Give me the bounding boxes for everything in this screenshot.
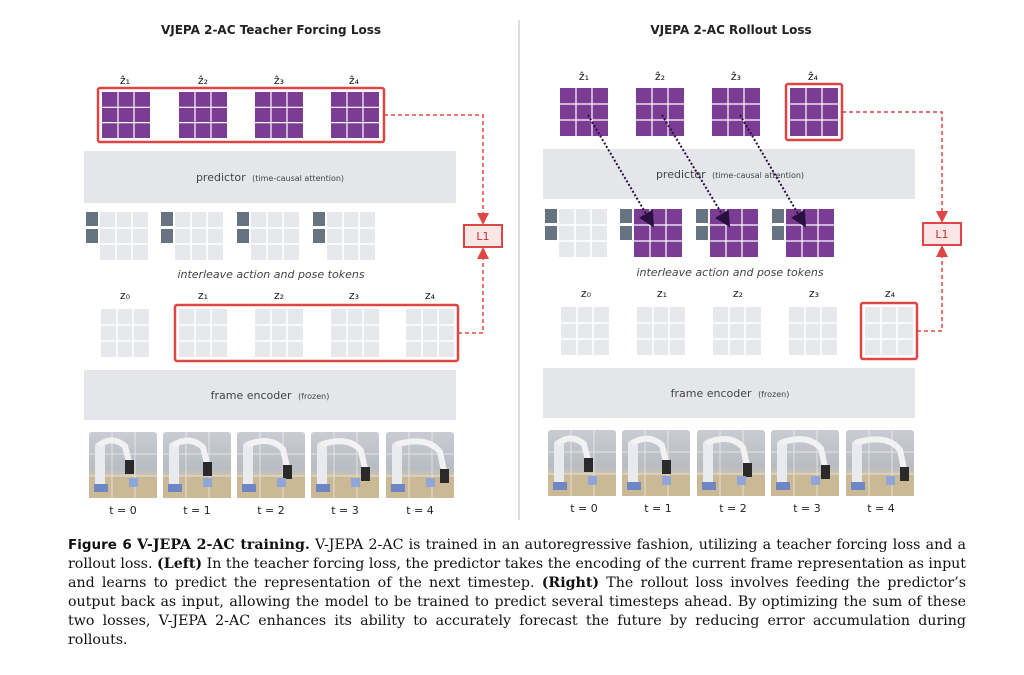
left-enc-grid-4 [406,309,454,357]
left-enc-grid-3 [331,309,379,357]
robot-frame-image [163,432,231,498]
left-predictor-label: predictor (time-causal attention) [196,171,344,184]
left-pred-label-1: ẑ₁ [120,74,130,87]
right-time-label-0: t = 0 [570,502,598,515]
figure-caption: Figure 6 V-JEPA 2-AC training. V-JEPA 2-… [68,536,966,650]
left-z-label-2: z₂ [274,289,284,302]
left-time-label-0: t = 0 [109,504,137,517]
left-z-label-4: z₄ [425,289,436,302]
right-encoder-label: frame encoder (frozen) [671,387,790,400]
right-loss-arrow-top [842,111,948,223]
left-input-token-2 [161,212,223,260]
right-enc-grid-2 [713,307,761,355]
right-panel-title: VJEPA 2-AC Rollout Loss [650,23,811,37]
right-time-label-1: t = 1 [644,502,672,515]
left-loss-arrow-top [384,114,489,225]
caption-figure-label: Figure 6 [68,537,132,553]
robot-frame-image [89,432,157,498]
left-input-token-1 [86,212,148,260]
robot-frame-image [846,430,914,496]
right-pred-grid-4 [790,88,838,136]
right-feedback-arrow-2 [661,114,731,228]
right-input-token-3 [696,209,758,257]
right-pred-grid-3 [712,88,760,136]
caption-text-2: In the teacher forcing loss, the predict… [68,556,967,591]
left-time-label-1: t = 1 [183,504,211,517]
left-enc-grid-0 [101,309,149,357]
left-robot-frames [89,432,454,498]
right-pred-label-3: ẑ₃ [731,70,741,83]
robot-frame-image [237,432,305,498]
right-loss-arrow-bottom [917,245,948,332]
right-pred-label-1: ẑ₁ [579,70,589,83]
figure-diagram: VJEPA 2-AC Teacher Forcing Loss ẑ₁ ẑ₂ ẑ₃… [84,20,962,520]
caption-text-1: V-JEPA 2-AC is trained in an autoregress… [68,537,967,572]
right-feedback-arrow-1 [587,114,655,228]
right-z-label-0: z₀ [581,287,592,300]
robot-frame-image [548,430,616,496]
right-input-token-2 [620,209,682,257]
left-pred-grid-1 [102,92,150,138]
right-interleave-text: interleave action and pose tokens [636,266,823,279]
left-pred-grid-2 [179,92,227,138]
left-time-label-3: t = 3 [331,504,359,517]
right-feedback-arrow-3 [739,114,807,228]
right-pred-label-2: ẑ₂ [655,70,665,83]
left-input-token-3 [237,212,299,260]
left-z-label-1: z₁ [198,289,208,302]
right-input-token-4 [772,209,834,257]
right-panel: VJEPA 2-AC Rollout Loss ẑ₁ ẑ₂ ẑ₃ ẑ₄ pred… [543,23,962,515]
left-loss-arrow-bottom [458,247,489,334]
right-enc-grid-1 [637,307,685,355]
left-pred-label-3: ẑ₃ [274,74,284,87]
right-enc-grid-0 [561,307,609,355]
right-encoder-box [543,368,915,418]
caption-left-tag: (Left) [157,556,203,572]
robot-frame-image [771,430,839,496]
left-pred-grid-4 [331,92,379,138]
left-pred-label-4: ẑ₄ [349,74,360,87]
right-time-label-3: t = 3 [793,502,821,515]
right-pred-grid-1 [560,88,608,136]
left-pred-grid-3 [255,92,303,138]
right-z-label-2: z₂ [733,287,743,300]
left-encoder-box [84,370,456,420]
right-pred-grid-2 [636,88,684,136]
left-z-label-0: z₀ [120,289,131,302]
left-predictor-box [84,151,456,203]
right-pred-label-4: ẑ₄ [808,70,819,83]
right-predictor-label: predictor (time-causal attention) [656,168,804,181]
right-input-token-1 [545,209,607,257]
robot-frame-image [386,432,454,498]
left-input-token-4 [313,212,375,260]
robot-frame-image [697,430,765,496]
left-interleave-text: interleave action and pose tokens [177,268,364,281]
right-enc-grid-4 [865,307,913,355]
robot-frame-image [622,430,690,496]
left-z-label-3: z₃ [349,289,359,302]
caption-text-3: The rollout loss involves feeding the pr… [68,575,966,648]
caption-title: V-JEPA 2-AC training. [136,537,310,553]
left-time-label-4: t = 4 [406,504,434,517]
right-predictor-box [543,149,915,199]
left-enc-grid-2 [255,309,303,357]
right-enc-grid-3 [789,307,837,355]
left-panel: VJEPA 2-AC Teacher Forcing Loss ẑ₁ ẑ₂ ẑ₃… [84,23,503,517]
left-panel-title: VJEPA 2-AC Teacher Forcing Loss [161,23,381,37]
caption-right-tag: (Right) [541,575,600,591]
right-z-label-4: z₄ [885,287,896,300]
right-z-label-3: z₃ [809,287,819,300]
right-time-label-2: t = 2 [719,502,747,515]
robot-frame-image [311,432,379,498]
left-pred-label-2: ẑ₂ [198,74,208,87]
left-loss-label: L1 [476,230,489,243]
right-robot-frames [548,430,914,496]
left-time-label-2: t = 2 [257,504,285,517]
right-z-label-1: z₁ [657,287,667,300]
left-enc-grid-1 [179,309,227,357]
right-loss-label: L1 [935,228,948,241]
right-time-label-4: t = 4 [867,502,895,515]
left-encoder-label: frame encoder (frozen) [211,389,330,402]
